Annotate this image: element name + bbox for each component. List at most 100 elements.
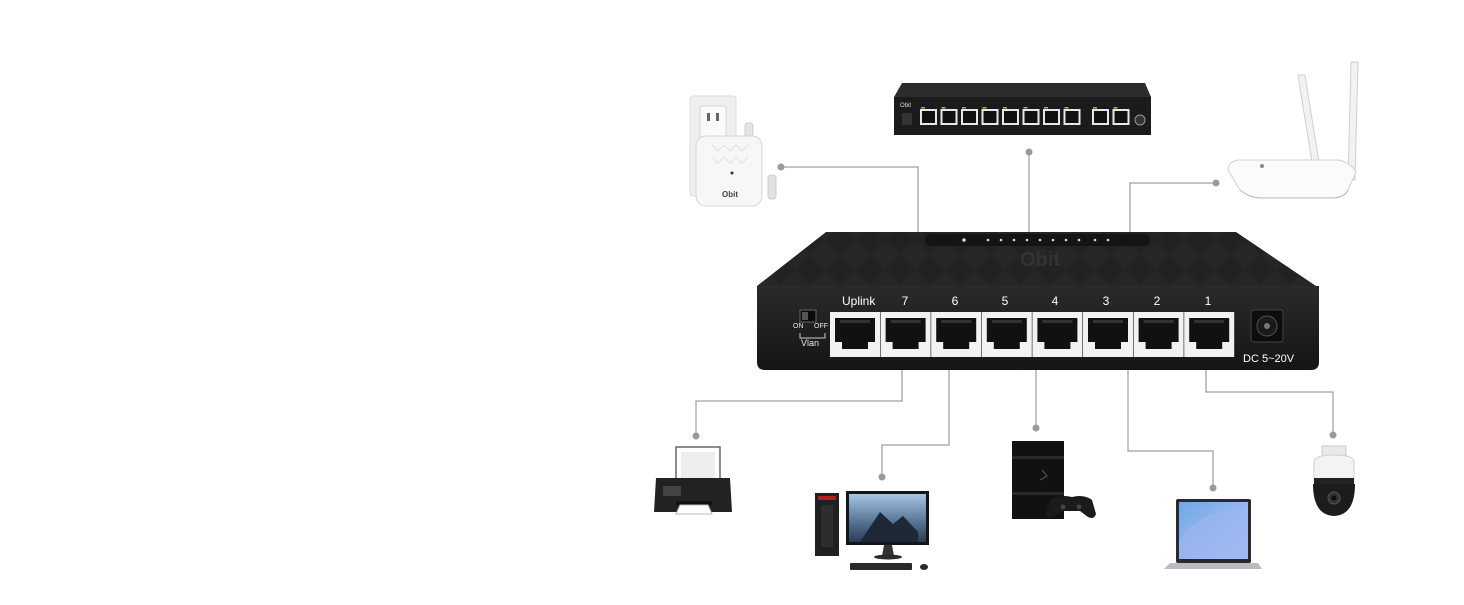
rj45-port-4[interactable] — [1032, 312, 1083, 357]
poe-port — [920, 107, 937, 125]
poe-switch-dip — [902, 113, 912, 125]
wifi-extender-device: Obit — [689, 95, 777, 207]
dot-extender — [777, 163, 785, 171]
connector-lines — [695, 152, 1334, 488]
poe-port-led — [941, 107, 946, 109]
controller — [1046, 496, 1096, 518]
camera-housing — [1313, 454, 1355, 481]
poe-port-led — [1003, 107, 1007, 109]
led-indicator — [1051, 238, 1055, 242]
rj45-ports — [830, 312, 1235, 357]
rj45-port-6[interactable] — [931, 312, 982, 357]
router-logo-dot — [1260, 164, 1264, 168]
outlet-slot — [716, 113, 719, 121]
dot-desktop — [878, 473, 886, 481]
line-laptop — [1127, 364, 1214, 488]
line-extender — [781, 166, 919, 232]
switch-top — [757, 232, 1316, 286]
poe-port — [981, 107, 999, 125]
poe-port — [1063, 107, 1081, 125]
router-bottom-shadow — [1239, 189, 1349, 199]
rj45-port-7[interactable] — [880, 312, 931, 357]
monitor-base — [874, 554, 902, 560]
dot-poe-switch — [1025, 148, 1033, 156]
poe-port-led — [962, 107, 966, 109]
extender-led — [730, 171, 734, 175]
vlan-on-label: ON — [793, 323, 804, 330]
poe-port-jack — [1094, 111, 1107, 123]
console-layer — [1012, 456, 1064, 459]
port-contacts — [1042, 320, 1073, 323]
led-indicator — [1093, 238, 1097, 242]
mouse — [920, 564, 928, 570]
poe-switch-top — [894, 83, 1151, 97]
led-indicator — [1064, 238, 1068, 242]
rj45-port-2[interactable] — [1133, 312, 1184, 357]
led-indicator — [1038, 238, 1042, 242]
monitor-stand — [882, 545, 894, 556]
poe-port — [1092, 107, 1109, 125]
vlan-off-label: OFF — [814, 323, 828, 330]
line-printer — [695, 364, 903, 436]
led-indicator — [1025, 238, 1029, 242]
led-indicator — [1012, 238, 1016, 242]
port-jack — [835, 318, 875, 349]
dc-power-label: DC 5~20V — [1243, 353, 1295, 365]
ptz-camera-device — [1313, 445, 1355, 516]
poe-port-jack — [1045, 111, 1058, 123]
port-contacts — [1093, 320, 1123, 323]
extender-antenna — [767, 174, 777, 200]
port-number-6: 6 — [951, 294, 959, 308]
switch-leds — [962, 238, 1110, 242]
port-number-5: 5 — [1001, 294, 1009, 308]
port-contacts — [840, 320, 870, 323]
poe-port-led — [982, 107, 987, 109]
poe-port-led — [1093, 107, 1097, 109]
printer-panel — [663, 486, 681, 496]
poe-port — [1002, 107, 1019, 125]
extender-logo: Obit — [722, 190, 738, 199]
connector-dots — [692, 148, 1337, 492]
line-router — [1129, 182, 1216, 232]
led-indicator — [962, 238, 966, 242]
printer-output-paper — [675, 504, 713, 515]
port-number-4: 4 — [1051, 294, 1059, 308]
rj45-port-uplink[interactable] — [830, 312, 880, 357]
poe-port — [940, 107, 958, 125]
extender-body — [695, 135, 763, 207]
led-indicator — [1106, 238, 1110, 242]
pc-tower-accent — [818, 496, 836, 500]
poe-port-jack — [942, 111, 956, 123]
port-jack — [885, 318, 926, 349]
poe-port-led — [921, 107, 925, 109]
rj45-port-1[interactable] — [1184, 312, 1235, 357]
rj45-port-5[interactable] — [981, 312, 1032, 357]
poe-port-jack — [922, 111, 935, 123]
uplink-label: Uplink — [842, 294, 876, 308]
poe-port — [961, 107, 978, 125]
dot-router — [1212, 179, 1220, 187]
poe-switch-power — [1134, 114, 1146, 126]
rj45-port-3[interactable] — [1083, 312, 1133, 357]
port-jack — [1037, 318, 1078, 349]
port-number-1: 1 — [1204, 294, 1212, 308]
poe-port — [1112, 107, 1130, 125]
port-contacts — [941, 320, 972, 323]
extender-pattern — [711, 144, 749, 164]
controller-stick — [1076, 504, 1082, 510]
port-contacts — [890, 320, 921, 323]
poe-port-led — [1113, 107, 1118, 109]
printer-device — [654, 446, 732, 515]
poe-switch-device: Obit — [894, 83, 1151, 135]
poe-port-jack — [1024, 111, 1038, 123]
outlet-slot — [707, 113, 710, 121]
vlan-toggle-knob — [802, 312, 808, 320]
router-body — [1227, 159, 1357, 199]
controller-stick — [1060, 504, 1066, 510]
desktop-computer-device — [815, 491, 929, 570]
laptop-wallpaper-wave — [1179, 510, 1248, 559]
monitor-wallpaper-rock — [860, 512, 918, 542]
poe-port-led — [1064, 107, 1069, 109]
poe-port — [1022, 107, 1040, 125]
